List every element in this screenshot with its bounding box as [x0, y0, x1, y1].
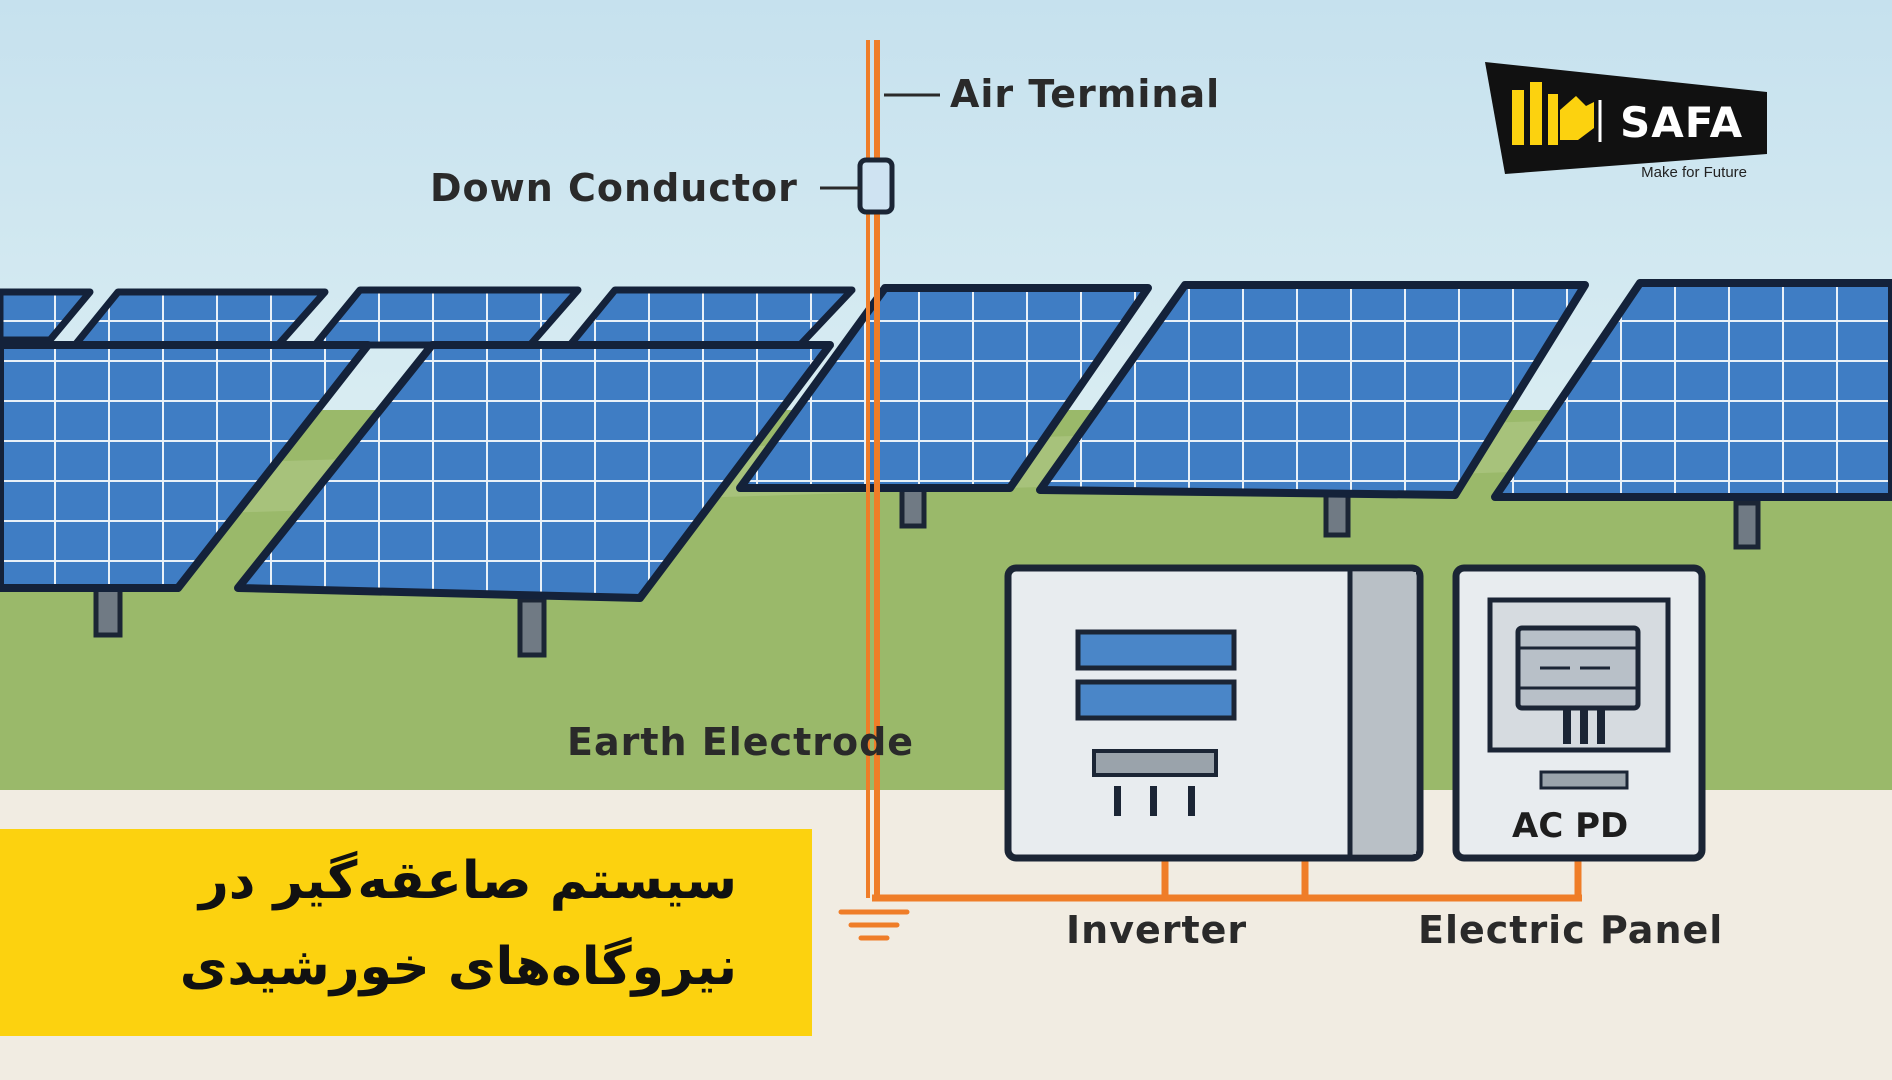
electric-panel-label: Electric Panel [1418, 908, 1724, 952]
solar-panel-front-row [0, 341, 834, 658]
inverter-label: Inverter [1066, 908, 1248, 952]
down-conductor-clamp [857, 157, 895, 215]
title-line-1: سیستم صاعقه‌گیر در [198, 851, 737, 911]
air-terminal-label: Air Terminal [950, 72, 1221, 116]
title-banner: سیستم صاعقه‌گیر در نیروگاه‌های خورشیدی [0, 829, 812, 1036]
solar-panel-mid-row [736, 279, 1892, 550]
logo-tagline: Make for Future [1641, 164, 1747, 181]
down-conductor-label: Down Conductor [430, 166, 798, 210]
safa-logo: SAFA Make for Future [1485, 62, 1767, 181]
inverter-box [1004, 564, 1424, 862]
logo-brand-text: SAFA [1620, 98, 1744, 147]
logo-badge [1485, 62, 1767, 174]
solar-panel-back-row [0, 286, 856, 349]
ac-pd-label: AC PD [1512, 806, 1629, 846]
title-line-2: نیروگاه‌های خورشیدی [179, 937, 737, 997]
lightning-conductor [857, 40, 1582, 902]
earth-ground-symbol [838, 909, 910, 941]
electric-panel-box [1452, 564, 1706, 862]
earth-electrode-label: Earth Electrode [567, 720, 915, 764]
logo-rhino-icon [1512, 82, 1602, 145]
